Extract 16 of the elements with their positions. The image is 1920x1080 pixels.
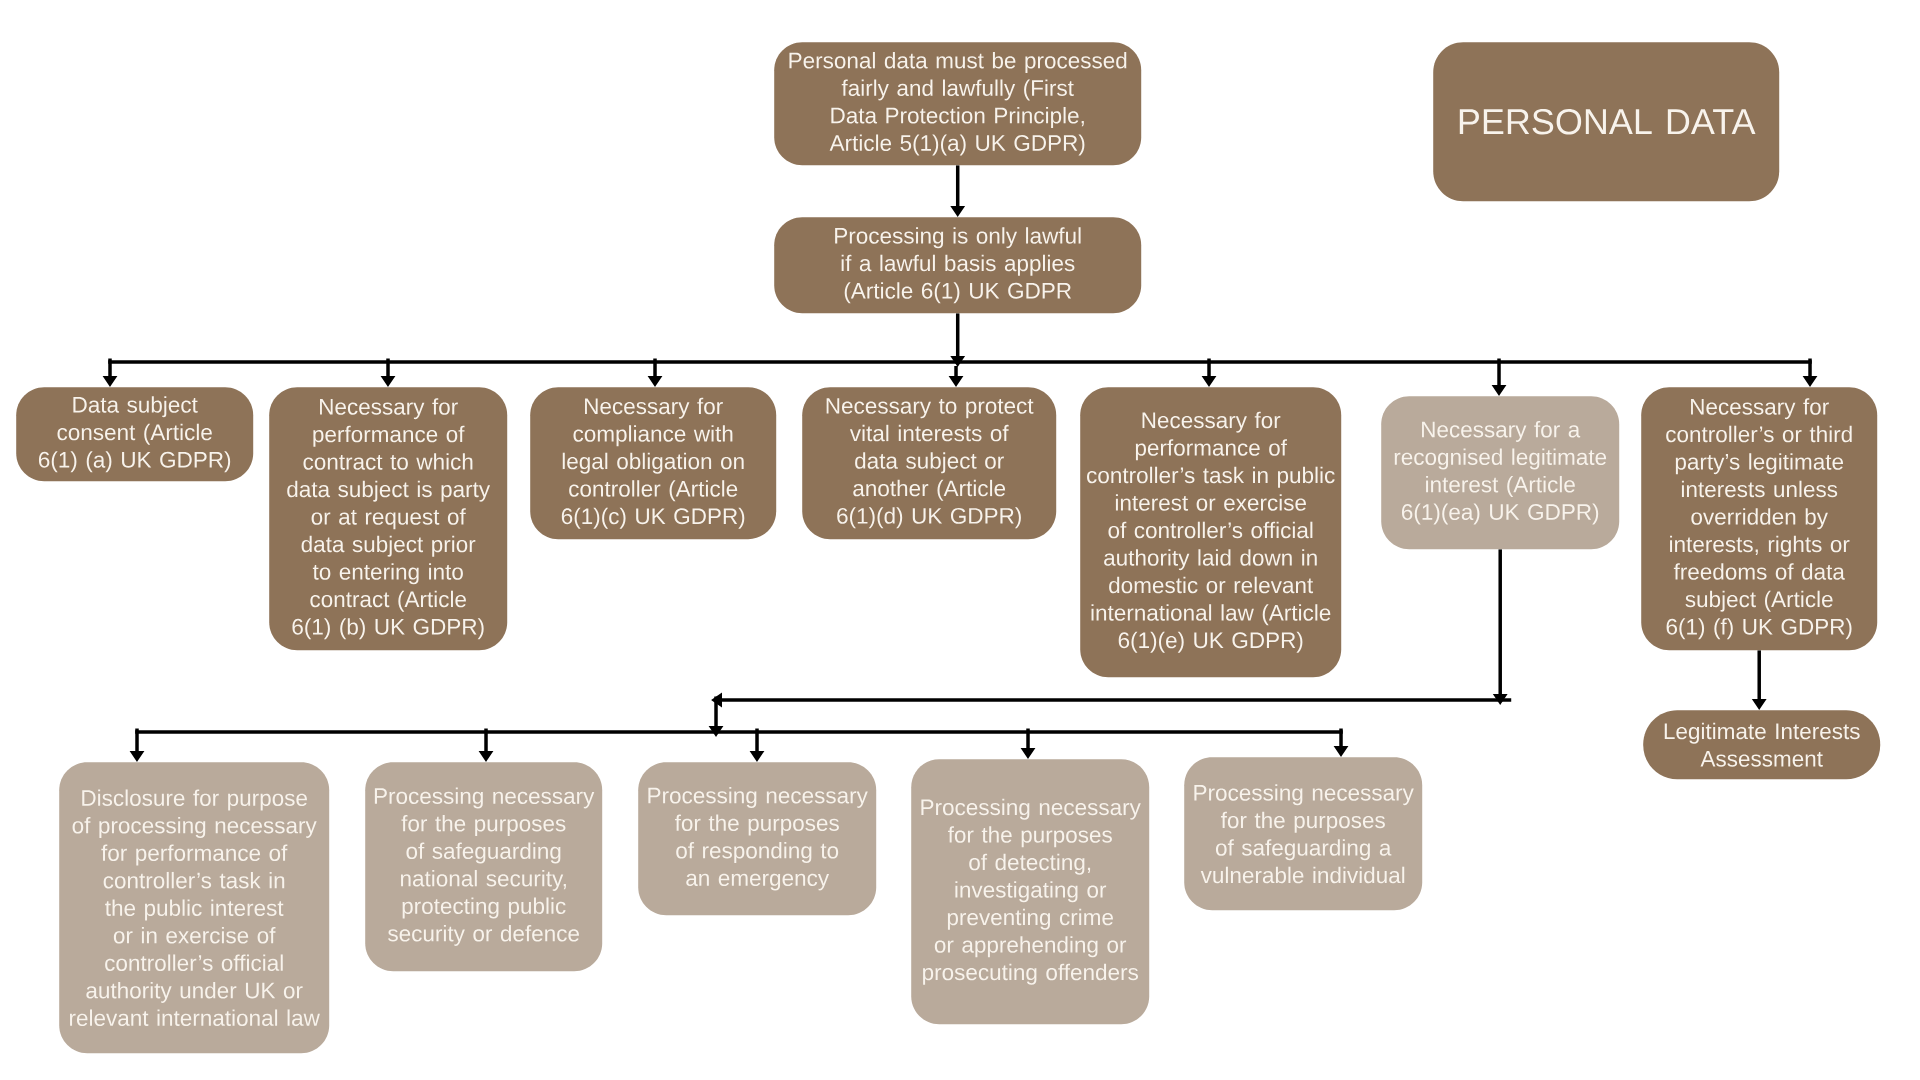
rounded-box: Necessary for controller’s or third party’s legitimate interests unless overridden by interests, rights or freedoms of data subject (Article 6(1) (f) UK GDPR) <box>1641 387 1878 651</box>
rounded-box: Legitimate Interests Assessment <box>1643 710 1881 780</box>
rounded-box: Processing is only lawful if a lawful basis applies (Article 6(1) UK GDPR <box>774 217 1142 314</box>
rounded-box: Processing necessary for the purposes of responding to an emergency <box>638 762 877 916</box>
rounded-box: Necessary for compliance with legal obligation on controller (Article 6(1)(c) UK GDPR) <box>530 387 777 540</box>
rounded-box: Disclosure for purpose of processing necessary for performance of controller’s task in the public interest or in exercise of controller’s official authority under UK or relevant international law <box>59 762 330 1054</box>
rounded-box: Data subject consent (Article 6(1) (a) UK GDPR) <box>16 387 254 482</box>
rounded-box: Processing necessary for the purposes of safeguarding national security, protecting public security or defence <box>365 762 603 972</box>
rounded-box: Necessary for performance of contract to which data subject is party or at request of data subject prior to entering into contract (Article 6(1) (b) UK GDPR) <box>269 387 508 651</box>
rounded-box: Processing necessary for the purposes of safeguarding a vulnerable individual <box>1184 757 1423 911</box>
rounded-box: Personal data must be processed fairly and lawfully (First Data Protection Principle, Article 5(1)(a) UK GDPR) <box>774 42 1142 166</box>
rounded-box: Necessary for a recognised legitimate interest (Article 6(1)(ea) UK GDPR) <box>1381 396 1620 550</box>
rounded-box: Necessary for performance of controller’s task in public interest or exercise of controller’s official authority laid down in domestic or relevant international law (Article 6(1)(e) UK GDPR) <box>1080 387 1342 678</box>
rounded-box: Necessary to protect vital interests of data subject or another (Article 6(1)(d) UK GDPR) <box>802 387 1057 540</box>
rounded-box: Processing necessary for the purposes of detecting, investigating or preventing crime or apprehending or prosecuting offenders <box>911 759 1150 1025</box>
title-box: PERSONAL DATA <box>1433 42 1780 202</box>
